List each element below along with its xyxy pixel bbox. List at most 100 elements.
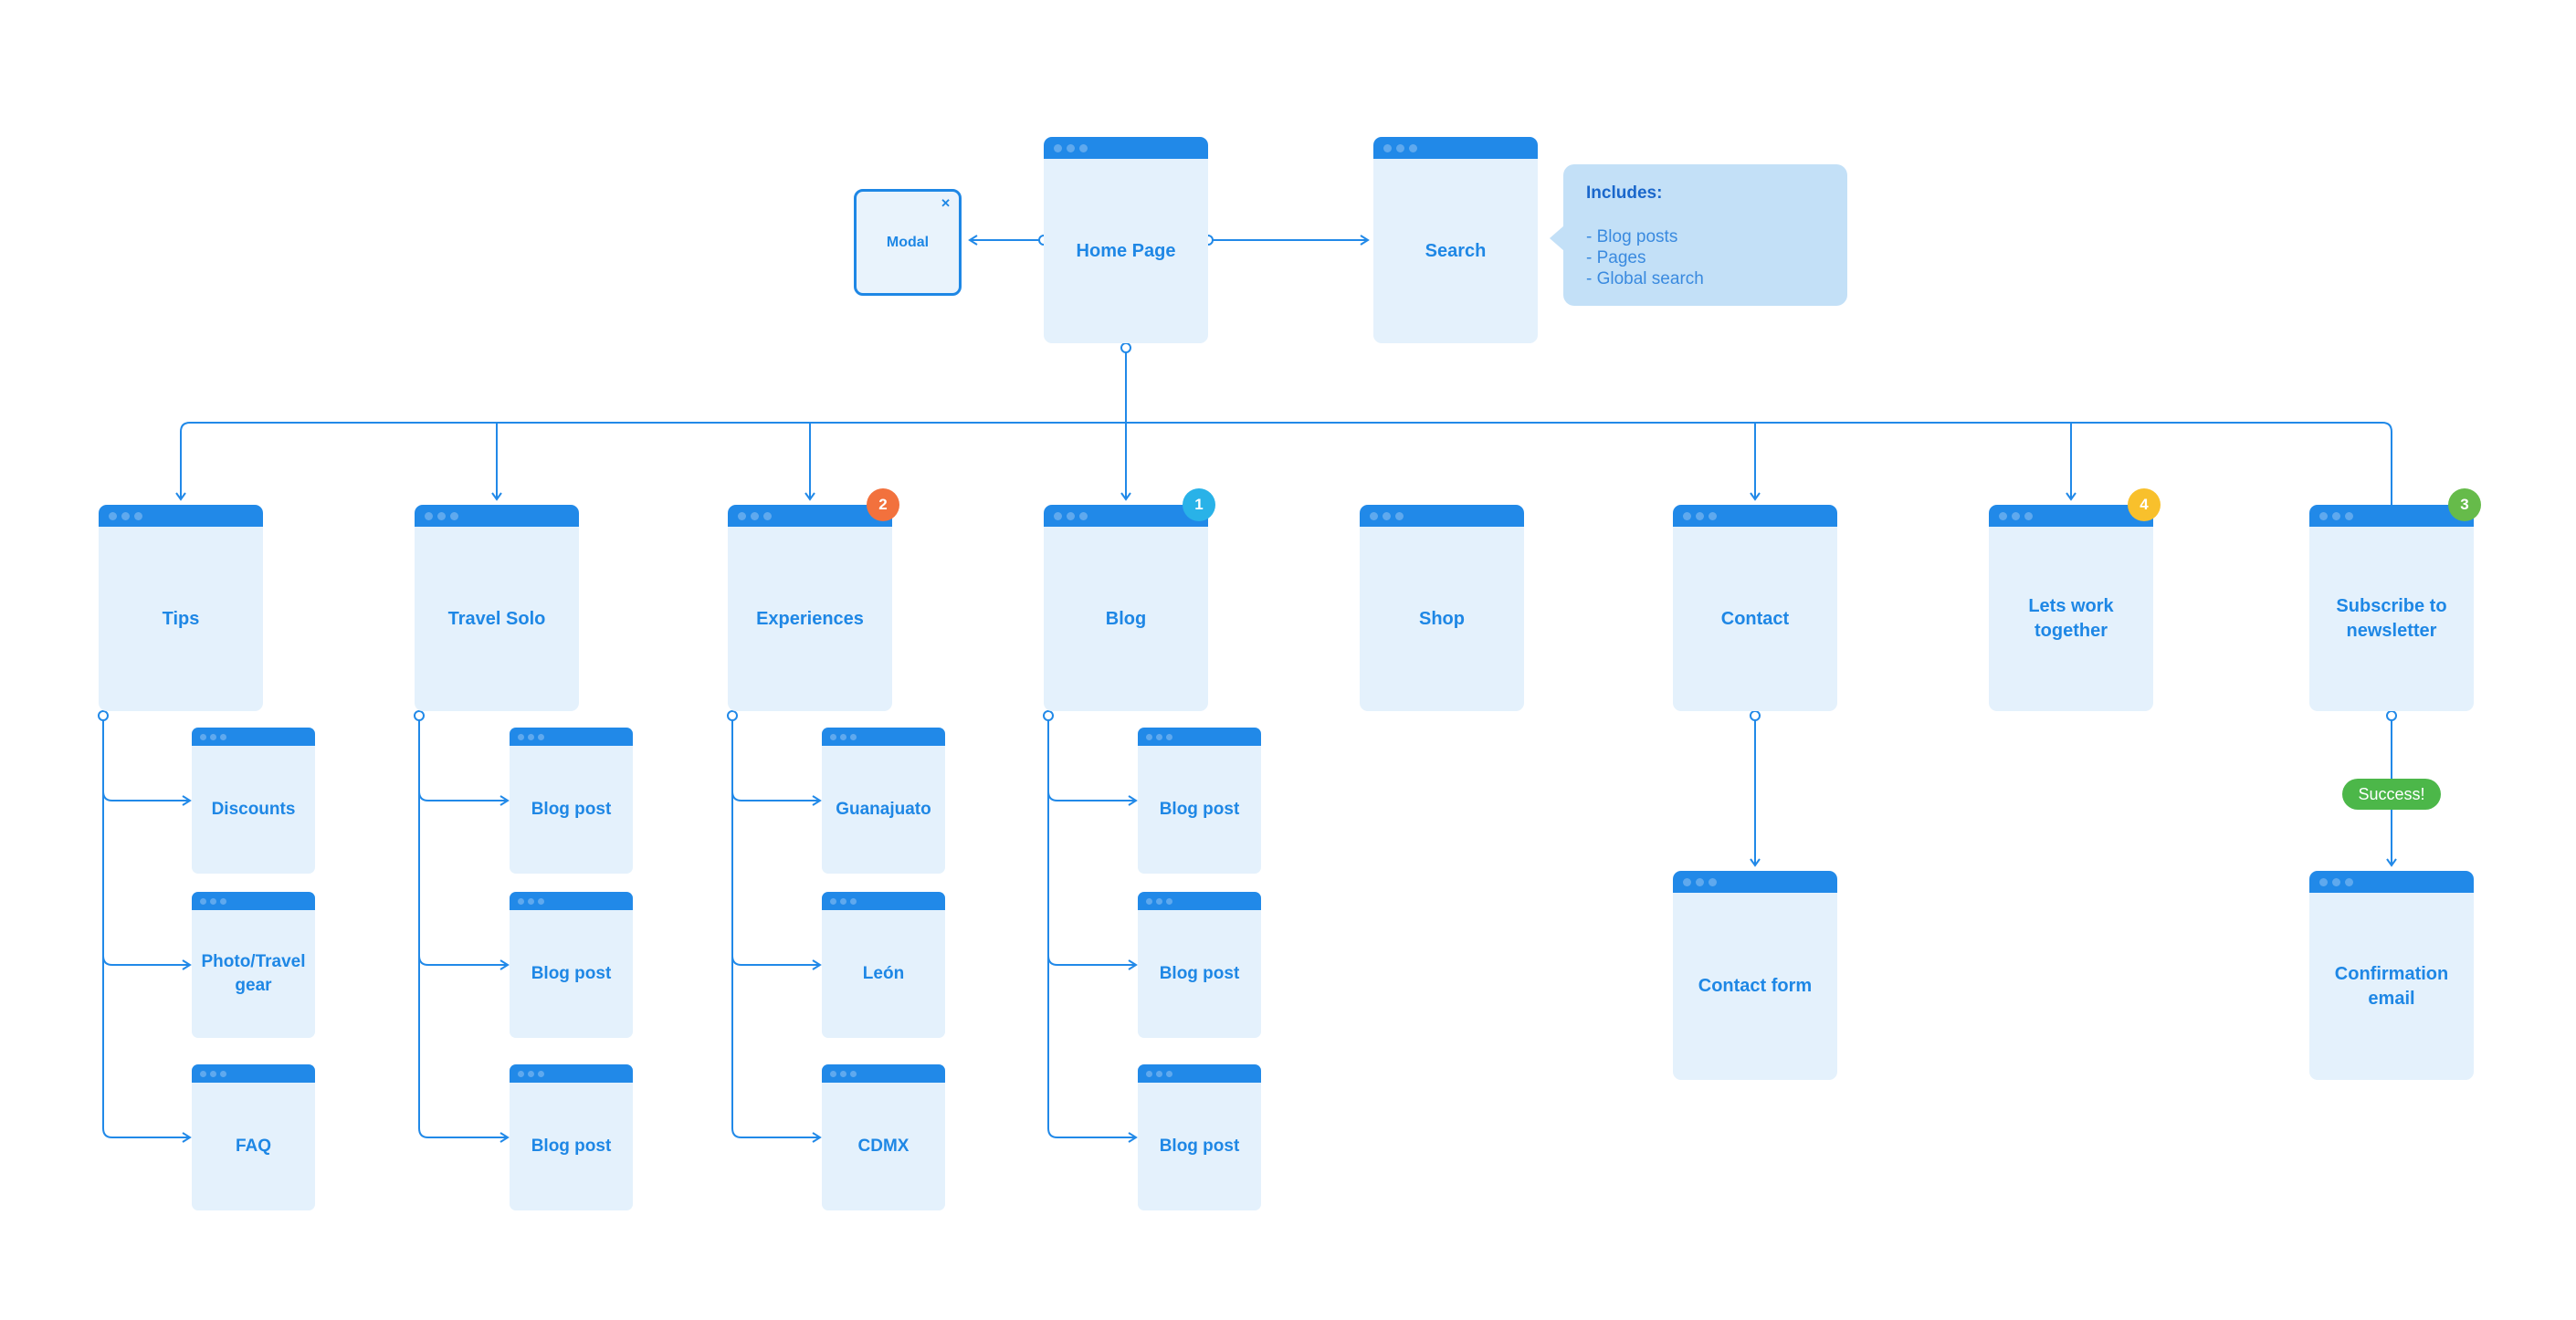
node-blog-post[interactable]: Blog post [510, 1064, 633, 1210]
node-label: Blog post [1159, 964, 1240, 984]
window-dot-icon [1370, 511, 1378, 520]
tooltip-title: Includes: [1586, 183, 1663, 203]
window-dot-icon [518, 733, 524, 740]
node-confirmation-email[interactable]: Confirmation email [2309, 871, 2474, 1080]
window-dot-icon [840, 897, 846, 905]
window-dot-icon [1383, 511, 1391, 520]
window-dot-icon [1079, 143, 1088, 152]
count-badge: 1 [1183, 488, 1215, 521]
node-blog-post[interactable]: Blog post [1138, 728, 1261, 874]
window-titlebar [728, 505, 892, 527]
node-blog-post[interactable]: Blog post [510, 892, 633, 1038]
window-dot-icon [763, 511, 772, 520]
node-blog-post[interactable]: Blog post [1138, 892, 1261, 1038]
window-titlebar [1138, 1064, 1261, 1083]
window-dot-icon [2319, 877, 2328, 886]
window-titlebar [822, 892, 945, 910]
node-cdmx[interactable]: CDMX [822, 1064, 945, 1210]
window-titlebar [99, 505, 263, 527]
window-dot-icon [1683, 511, 1691, 520]
node-label: Guanajuato [836, 800, 931, 820]
node-shop[interactable]: Shop [1360, 505, 1524, 711]
window-dot-icon [1054, 143, 1062, 152]
window-dot-icon [1054, 511, 1062, 520]
node-label: Photo/Travel gear [201, 952, 306, 995]
node-modal[interactable]: ✕ Modal [854, 189, 962, 296]
node-subscribe-newsletter[interactable]: Subscribe to newsletter 3 [2309, 488, 2481, 711]
window-dot-icon [1166, 897, 1172, 905]
window-titlebar [2309, 505, 2474, 527]
window-dot-icon [2024, 511, 2033, 520]
node-label: Contact form [1698, 976, 1813, 996]
window-dot-icon [538, 1070, 544, 1077]
window-dot-icon [528, 897, 534, 905]
window-dot-icon [1696, 511, 1704, 520]
window-dot-icon [109, 511, 117, 520]
count-badge: 2 [867, 488, 899, 521]
window-dot-icon [1999, 511, 2007, 520]
node-label: Blog [1105, 608, 1147, 629]
node-label: Subscribe to newsletter [2336, 596, 2447, 641]
window-dot-icon [1696, 877, 1704, 886]
node-label: Lets work together [2028, 596, 2114, 641]
node-experiences[interactable]: Experiences 2 [728, 488, 899, 711]
window-dot-icon [830, 897, 836, 905]
node-lets-work-together[interactable]: Lets work together 4 [1989, 488, 2161, 711]
window-dot-icon [1079, 511, 1088, 520]
node-photo-travel-gear[interactable]: Photo/Travel gear [192, 892, 315, 1038]
window-dot-icon [437, 511, 446, 520]
count-badge: 3 [2448, 488, 2481, 521]
window-titlebar [1673, 871, 1837, 893]
window-dot-icon [1146, 897, 1152, 905]
node-blog-post[interactable]: Blog post [1138, 1064, 1261, 1210]
window-dot-icon [450, 511, 458, 520]
window-dot-icon [1166, 733, 1172, 740]
window-titlebar [1138, 728, 1261, 746]
node-label: Tips [162, 608, 200, 629]
window-dot-icon [830, 733, 836, 740]
count-badge: 4 [2128, 488, 2161, 521]
window-dot-icon [1146, 1070, 1152, 1077]
node-blog[interactable]: Blog 1 [1044, 488, 1215, 711]
window-dot-icon [830, 1070, 836, 1077]
window-titlebar [822, 728, 945, 746]
window-titlebar [192, 1064, 315, 1083]
node-label: Search [1425, 240, 1487, 261]
node-label: Contact [1720, 608, 1790, 629]
window-dot-icon [1156, 733, 1162, 740]
node-label: Blog post [1159, 800, 1240, 820]
window-titlebar [1673, 505, 1837, 527]
window-dot-icon [738, 511, 746, 520]
window-dot-icon [220, 1070, 226, 1077]
window-dot-icon [210, 733, 216, 740]
window-dot-icon [538, 733, 544, 740]
node-label: Travel Solo [447, 608, 546, 629]
node-contact[interactable]: Contact [1673, 505, 1837, 711]
window-dot-icon [840, 1070, 846, 1077]
tooltip-item: - Blog posts [1586, 227, 1678, 246]
node-contact-form[interactable]: Contact form [1673, 871, 1837, 1080]
search-includes-tooltip: Includes: - Blog posts - Pages - Global … [1550, 164, 1847, 306]
node-home-page[interactable]: Home Page [1044, 137, 1208, 343]
window-dot-icon [2332, 877, 2340, 886]
window-dot-icon [1709, 877, 1717, 886]
node-leon[interactable]: León [822, 892, 945, 1038]
window-dot-icon [850, 1070, 857, 1077]
node-guanajuato[interactable]: Guanajuato [822, 728, 945, 874]
window-dot-icon [210, 1070, 216, 1077]
close-icon[interactable]: ✕ [941, 196, 951, 210]
node-faq[interactable]: FAQ [192, 1064, 315, 1210]
node-tips[interactable]: Tips [99, 505, 263, 711]
node-discounts[interactable]: Discounts [192, 728, 315, 874]
window-dot-icon [425, 511, 433, 520]
node-blog-post[interactable]: Blog post [510, 728, 633, 874]
window-dot-icon [1146, 733, 1152, 740]
node-label: Discounts [211, 800, 296, 820]
node-label: Modal [886, 234, 930, 250]
window-titlebar [1138, 892, 1261, 910]
node-search[interactable]: Search [1373, 137, 1538, 343]
window-titlebar [822, 1064, 945, 1083]
window-dot-icon [1683, 877, 1691, 886]
node-travel-solo[interactable]: Travel Solo [415, 505, 579, 711]
window-titlebar [1373, 137, 1538, 159]
